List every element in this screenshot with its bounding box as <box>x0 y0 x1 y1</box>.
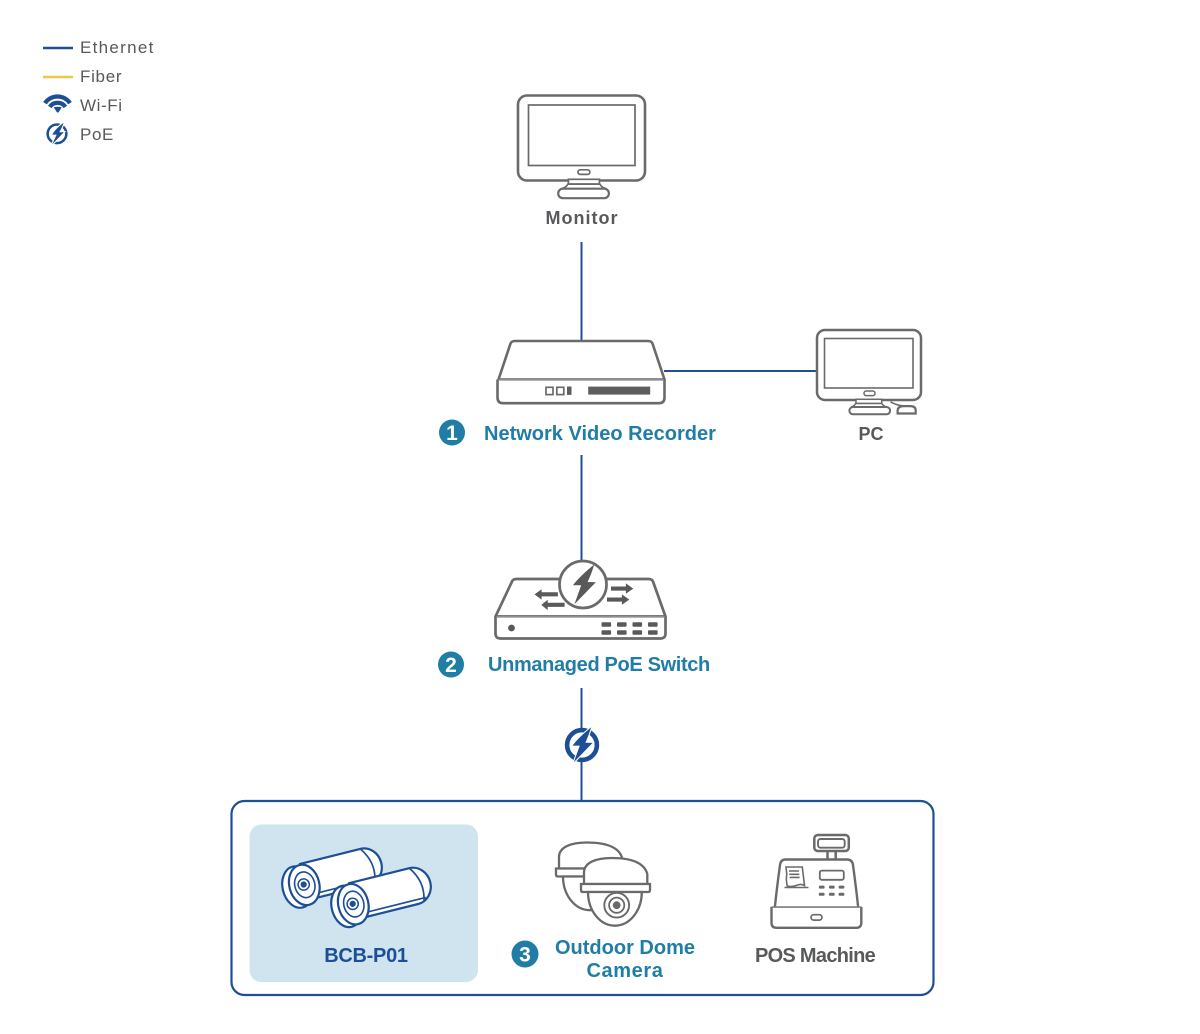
svg-text:Unmanaged PoE Switch: Unmanaged PoE Switch <box>488 654 710 676</box>
svg-text:BCB-P01: BCB-P01 <box>324 945 408 967</box>
svg-text:Monitor: Monitor <box>546 208 619 228</box>
svg-text:Camera: Camera <box>587 960 664 982</box>
svg-text:2: 2 <box>445 654 457 677</box>
svg-text:1: 1 <box>446 422 458 445</box>
svg-text:3: 3 <box>519 944 531 967</box>
svg-text:PC: PC <box>858 424 883 444</box>
svg-text:Wi-Fi: Wi-Fi <box>80 96 123 115</box>
svg-text:Network Video Recorder: Network Video Recorder <box>484 423 716 445</box>
svg-text:Fiber: Fiber <box>80 67 122 86</box>
svg-text:PoE: PoE <box>80 125 114 144</box>
svg-text:Ethernet: Ethernet <box>80 38 155 57</box>
svg-text:Outdoor Dome: Outdoor Dome <box>555 937 695 959</box>
svg-text:POS Machine: POS Machine <box>755 945 876 967</box>
